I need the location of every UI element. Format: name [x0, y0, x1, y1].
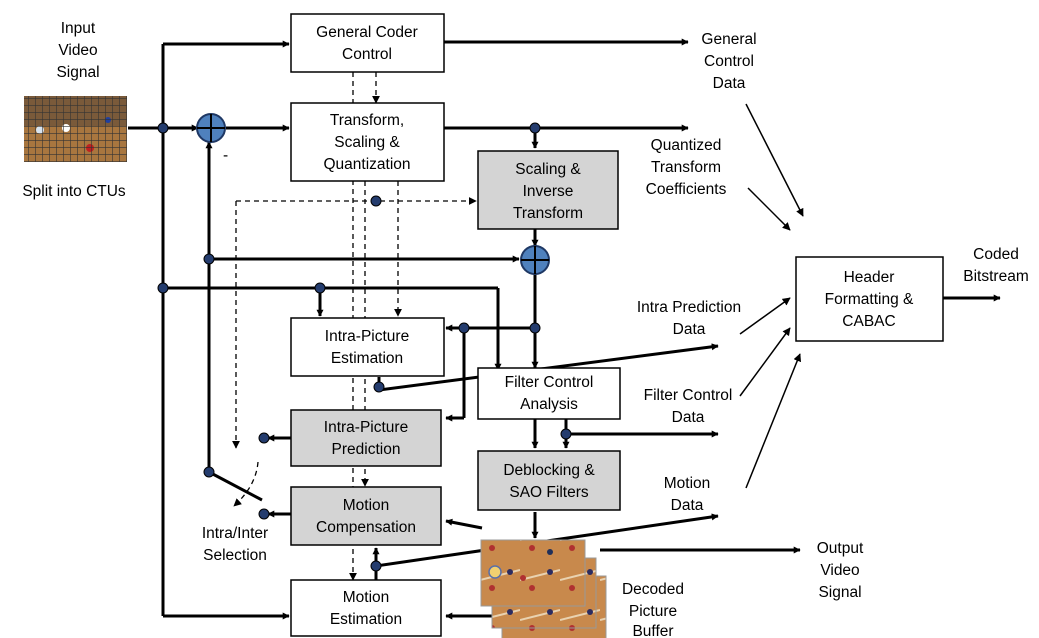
- junction-dot: [560, 428, 572, 440]
- junction-dots: [157, 122, 572, 572]
- block-label-line: Inverse: [523, 183, 574, 200]
- label-line: Video: [58, 42, 97, 59]
- label-line: Transform: [651, 159, 721, 176]
- block-label-line: Header: [844, 269, 895, 286]
- label-line: Signal: [818, 584, 861, 601]
- header-formatting-cabac-block: Header Formatting & CABAC: [795, 256, 944, 342]
- label-line: Selection: [203, 547, 267, 564]
- label-line: Quantized: [651, 137, 722, 154]
- junction-dot: [258, 432, 270, 444]
- block-label-line: Deblocking &: [503, 462, 595, 479]
- block-label-line: Compensation: [316, 519, 416, 536]
- block-label-line: Transform: [513, 205, 583, 222]
- motion-data-label: Motion Data: [664, 475, 711, 514]
- coded-bitstream-label: Coded Bitstream: [963, 246, 1028, 285]
- label-line: Data: [713, 75, 746, 92]
- junction-dot: [370, 195, 382, 207]
- label-line: Intra/Inter: [202, 525, 268, 542]
- label-line: Data: [671, 497, 704, 514]
- block-label-line: Intra-Picture: [324, 419, 408, 436]
- label-line: Output: [817, 540, 864, 557]
- intra-inter-selection-label: Intra/Inter Selection: [202, 525, 268, 564]
- block-label-line: Estimation: [330, 611, 402, 628]
- junction-dot: [529, 322, 541, 334]
- block-label-line: Transform,: [330, 112, 404, 129]
- junction-dot: [373, 381, 385, 393]
- deblocking-sao-filters-block: Deblocking & SAO Filters: [477, 450, 621, 511]
- junction-dot: [157, 282, 169, 294]
- label-line: Motion: [664, 475, 711, 492]
- junction-dot: [203, 466, 215, 478]
- label-line: Video: [820, 562, 859, 579]
- label-line: Filter Control: [644, 387, 733, 404]
- decoded-picture-buffer-label: Decoded Picture Buffer: [622, 581, 684, 638]
- block-label-line: Quantization: [323, 156, 410, 173]
- junction-dot: [314, 282, 326, 294]
- block-label-line: Motion: [343, 589, 390, 606]
- quantized-transform-coefficients-label: Quantized Transform Coefficients: [646, 137, 727, 198]
- block-label-line: Estimation: [331, 350, 403, 367]
- general-control-data-label: General Control Data: [701, 31, 756, 92]
- label-line: General: [701, 31, 756, 48]
- junction-dot: [529, 122, 541, 134]
- input-video-thumbnail: [24, 96, 127, 162]
- intra-picture-estimation-block: Intra-Picture Estimation: [290, 317, 445, 377]
- block-label-line: Intra-Picture: [325, 328, 409, 345]
- transform-scaling-quantization-block: Transform, Scaling & Quantization: [290, 102, 445, 182]
- input-video-signal-label: Input Video Signal: [56, 20, 99, 81]
- label-line: Coefficients: [646, 181, 727, 198]
- block-label-line: SAO Filters: [509, 484, 588, 501]
- block-label-line: Analysis: [520, 396, 578, 413]
- scaling-inverse-transform-block: Scaling & Inverse Transform: [477, 150, 619, 230]
- label-line: Control: [704, 53, 754, 70]
- block-label-line: Motion: [343, 497, 390, 514]
- junction-dot: [203, 253, 215, 265]
- label-line: Signal: [56, 64, 99, 81]
- label-line: Decoded: [622, 581, 684, 598]
- junction-dot: [370, 560, 382, 572]
- label-line: Coded: [973, 246, 1019, 263]
- label-line: Picture: [629, 603, 677, 620]
- block-label-line: CABAC: [842, 313, 895, 330]
- intra-prediction-data-label: Intra Prediction Data: [637, 299, 741, 338]
- block-label-line: Prediction: [332, 441, 401, 458]
- label-line: Intra Prediction: [637, 299, 741, 316]
- intra-picture-prediction-block: Intra-Picture Prediction: [290, 409, 442, 467]
- label-line: Buffer: [632, 623, 673, 638]
- minus-sign: -: [223, 147, 228, 164]
- junction-dot: [458, 322, 470, 334]
- signal-wires: [128, 38, 1001, 620]
- motion-compensation-block: Motion Compensation: [290, 486, 442, 546]
- general-coder-control-block: General Coder Control: [290, 13, 445, 73]
- reconstruction-adder: [520, 245, 550, 275]
- label-line: Data: [672, 409, 705, 426]
- block-label-line: Control: [342, 46, 392, 63]
- block-label-line: Scaling &: [515, 161, 581, 178]
- subtraction-adder: [196, 113, 226, 143]
- junction-dot: [157, 122, 169, 134]
- motion-estimation-block: Motion Estimation: [290, 579, 442, 637]
- block-label-line: Formatting &: [825, 291, 914, 308]
- label-line: Input: [61, 20, 96, 37]
- label-line: Bitstream: [963, 268, 1028, 285]
- block-label-line: Filter Control: [505, 374, 594, 391]
- junction-dot: [258, 508, 270, 520]
- decoded-picture-buffer-frames: [480, 539, 607, 638]
- filter-control-analysis-block: Filter Control Analysis: [477, 367, 621, 420]
- block-label-line: General Coder: [316, 24, 418, 41]
- filter-control-data-label: Filter Control Data: [644, 387, 733, 426]
- block-label-line: Scaling &: [334, 134, 400, 151]
- output-video-signal-label: Output Video Signal: [817, 540, 864, 601]
- split-into-ctus-label: Split into CTUs: [22, 183, 126, 200]
- label-line: Data: [673, 321, 706, 338]
